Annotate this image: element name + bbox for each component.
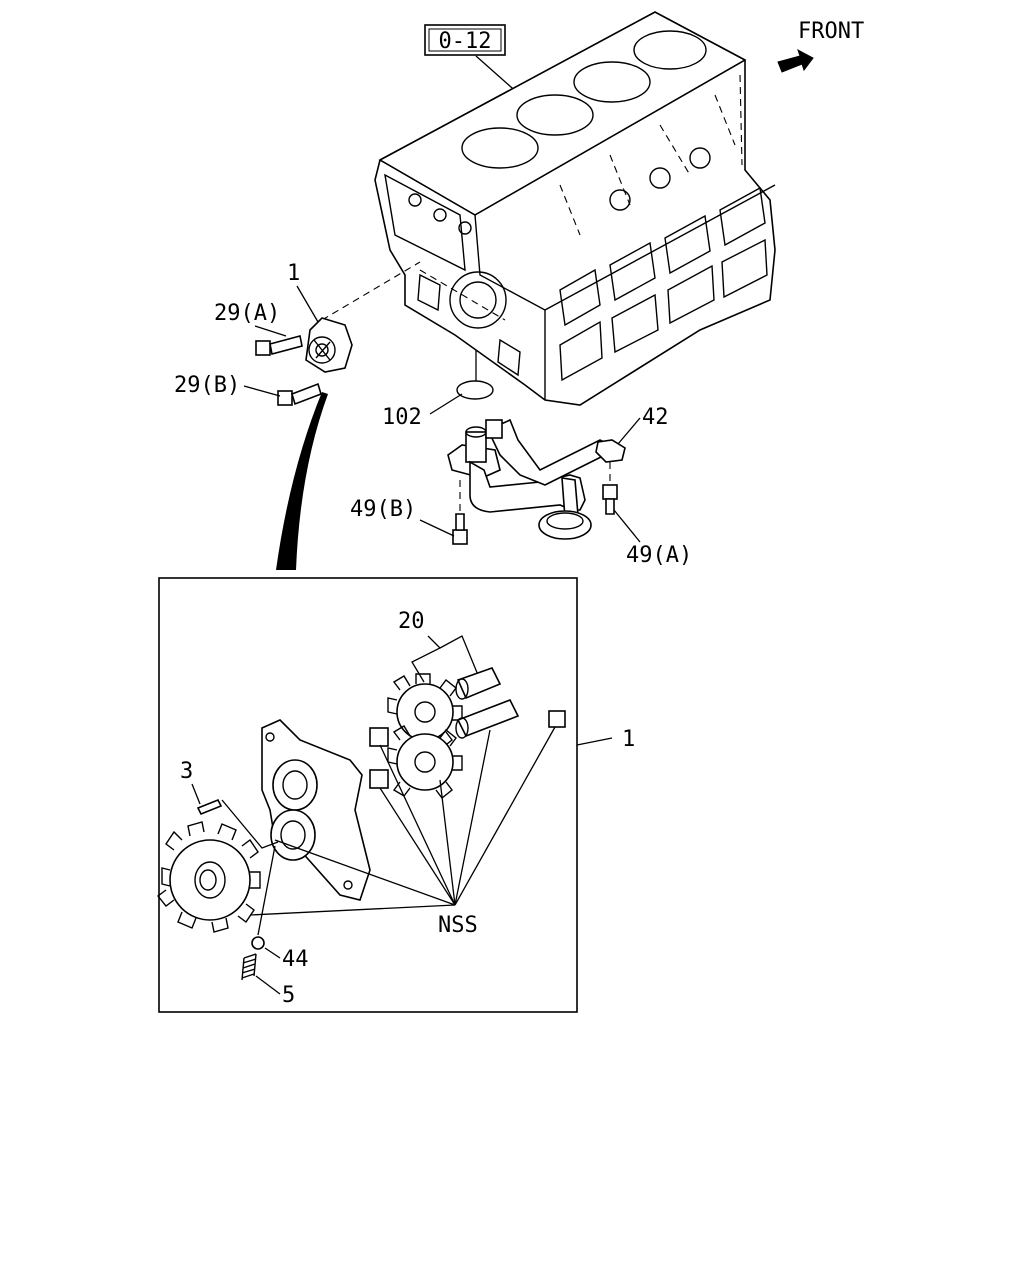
callout-bolt-a: 29(A) <box>214 301 280 326</box>
oil-pump-body[interactable] <box>261 719 371 901</box>
callout-bracket-leader <box>617 417 641 445</box>
callout-pin-leader <box>191 783 201 805</box>
reference-box[interactable]: 0-12 <box>424 24 506 56</box>
callout-ball: 44 <box>282 947 309 972</box>
relief-spring[interactable] <box>241 953 257 981</box>
callout-pump-top: 1 <box>287 261 300 286</box>
pump-detail-frame <box>158 577 578 1013</box>
callout-bolt-b-leader <box>243 385 281 397</box>
callout-ball-leader <box>264 947 281 959</box>
callout-pump-detail-leader <box>576 737 613 746</box>
callout-bolt-49b: 49(B) <box>350 497 416 522</box>
callout-oring-leader <box>429 393 463 415</box>
callout-bolt-49a: 49(A) <box>626 543 692 568</box>
callout-oring: 102 <box>382 405 422 430</box>
ball-axis <box>257 845 276 936</box>
callout-pump-top-leader <box>296 285 319 323</box>
oil-pump-small[interactable] <box>305 317 353 373</box>
callout-nss: NSS <box>438 913 478 938</box>
bolt-29a[interactable] <box>255 335 303 356</box>
callout-gears-leader-a <box>411 635 442 683</box>
detail-pointer <box>276 392 328 570</box>
check-ball[interactable] <box>251 936 265 950</box>
gear-shafts[interactable] <box>455 667 520 739</box>
callout-pin: 3 <box>180 759 193 784</box>
callout-spring: 5 <box>282 983 295 1008</box>
callout-spring-leader <box>255 975 281 995</box>
front-arrow-icon <box>777 48 814 73</box>
callout-bolt-a-leader <box>254 325 287 337</box>
bolt-49b[interactable] <box>452 513 468 545</box>
o-ring[interactable] <box>456 380 494 400</box>
bolt-49a[interactable] <box>602 484 618 515</box>
callout-pump-detail: 1 <box>622 727 635 752</box>
drive-gear-lower[interactable] <box>387 725 463 799</box>
pump-alignment-line <box>321 261 421 321</box>
callout-bolt-b: 29(B) <box>174 373 240 398</box>
bolt-29b[interactable] <box>277 382 322 406</box>
oil-strainer-pipe[interactable] <box>447 418 626 540</box>
callout-gears: 20 <box>398 609 425 634</box>
pin[interactable] <box>196 798 223 816</box>
front-label: FRONT <box>798 19 864 44</box>
reference-box-label: 0-12 <box>439 29 492 54</box>
callout-gears-leader-b <box>439 635 479 676</box>
nss-leaders <box>249 726 556 916</box>
engine-block <box>374 11 776 406</box>
callout-bracket: 42 <box>642 405 669 430</box>
idler-gear[interactable] <box>157 821 261 933</box>
pin-alignment-line <box>221 799 279 849</box>
callout-bolt-49a-leader <box>613 509 641 543</box>
drive-gear-upper[interactable] <box>387 673 463 749</box>
bushing-small[interactable] <box>369 710 566 789</box>
callout-bolt-49b-leader <box>419 519 455 537</box>
